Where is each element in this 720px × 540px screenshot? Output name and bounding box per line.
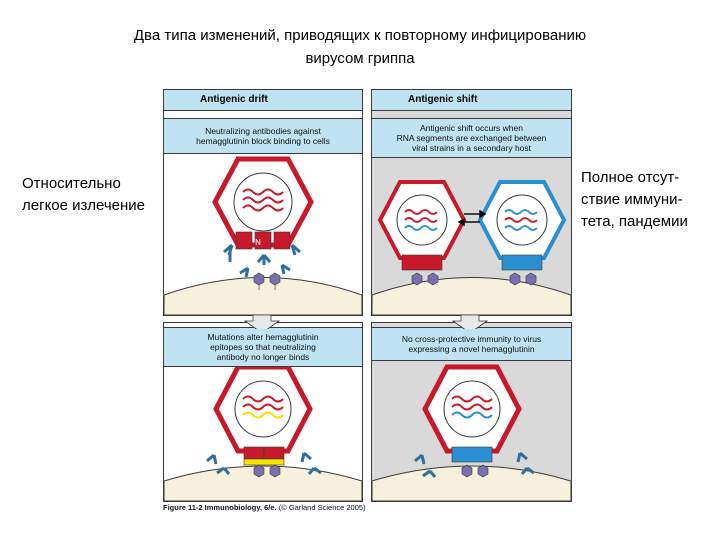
shift-heading: Antigenic shift <box>372 90 571 111</box>
shift-bottom-art <box>372 364 571 501</box>
drift-caption-top: Neutralizing antibodies against hemagglu… <box>164 118 362 154</box>
hemagglutinin-spikes: N <box>235 231 291 250</box>
svg-text:N: N <box>255 238 261 247</box>
shift-top-panel: Antigenic shift Antigenic shift occurs w… <box>371 89 572 316</box>
drift-heading: Antigenic drift <box>164 90 362 111</box>
right-note-line1: Полное отсут- <box>581 169 680 186</box>
right-note: Полное отсут- ствие иммуни- тета, пандем… <box>581 167 717 233</box>
figure-credit-copyright: (© Garland Science 2005) <box>276 503 366 512</box>
drift-bottom-panel: Mutations alter hemagglutinin epitopes s… <box>163 322 363 502</box>
exchange-arrows <box>457 209 487 227</box>
shift-caption-bottom: No cross-protective immunity to virus ex… <box>372 327 571 361</box>
cell-receptors <box>253 272 281 290</box>
cell-receptors <box>253 464 281 478</box>
drift-top-art: N <box>164 156 362 315</box>
right-note-line2: ствие иммуни- <box>581 191 683 208</box>
mutated-virus <box>213 364 313 454</box>
slide-title-line1: Два типа изменений, приводящих к повторн… <box>133 27 587 44</box>
virus-red <box>377 180 467 271</box>
shift-bottom-panel: No cross-protective immunity to virus ex… <box>371 322 572 502</box>
slide-title: Два типа изменений, приводящих к повторн… <box>60 24 660 70</box>
drift-top-panel: N Antigenic drift Neutralizing antibodie… <box>163 89 363 316</box>
mutated-hemagglutinin <box>243 446 285 466</box>
cell-receptors <box>461 464 489 478</box>
figure-credit: Figure 11-2 Immunobiology, 6/e. (© Garla… <box>163 503 366 512</box>
figure-credit-source: Figure 11-2 Immunobiology, 6/e. <box>163 503 277 512</box>
unbound-antibodies <box>206 451 322 475</box>
shift-caption-top: Antigenic shift occurs when RNA segments… <box>372 118 571 158</box>
right-note-line3: тета, пандемии <box>581 213 688 230</box>
immunobiology-figure: N Antigenic drift Neutralizing antibodie… <box>163 89 572 505</box>
drift-caption-bottom: Mutations alter hemagglutinin epitopes s… <box>164 327 362 367</box>
shift-top-art <box>372 180 571 315</box>
virus-blue <box>477 180 567 271</box>
virus-particle <box>212 156 314 248</box>
reassortant-virus <box>422 364 522 463</box>
cell-receptors <box>411 272 537 286</box>
slide-title-line2: вирусом гриппа <box>305 50 415 67</box>
drift-bottom-art <box>164 364 362 501</box>
left-note: Относительно легкое излечение <box>22 175 145 214</box>
unbound-antibodies <box>414 451 535 478</box>
antibodies <box>223 243 301 278</box>
